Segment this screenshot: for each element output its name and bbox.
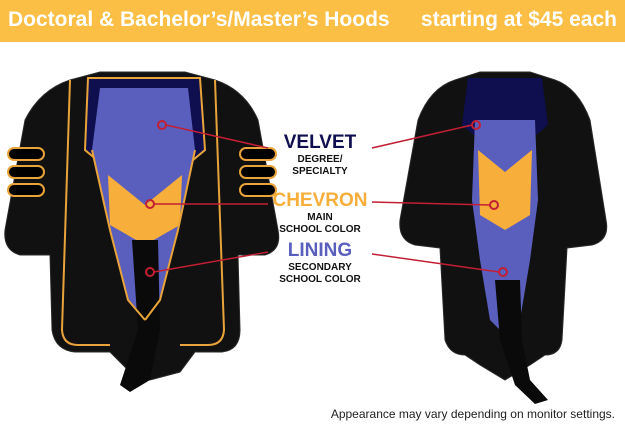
lining-label: LINING SECONDARY SCHOOL COLOR (250, 240, 390, 286)
doctoral-hood-tail (120, 240, 160, 392)
velvet-sub-line-2: SPECIALTY (292, 166, 348, 177)
chevron-label: CHEVRON MAIN SCHOOL COLOR (250, 190, 390, 236)
bachelor-hood-tail (495, 280, 548, 404)
velvet-title: VELVET (283, 132, 357, 153)
chevron-sub-line-1: MAIN (307, 212, 333, 223)
velvet-label: VELVET DEGREE/ SPECIALTY (250, 132, 390, 178)
chevron-title: CHEVRON (272, 190, 368, 211)
chevron-sub-line-2: SCHOOL COLOR (279, 224, 361, 235)
doctoral-sleeve-bars-left (7, 147, 45, 197)
banner-price: starting at $45 each (420, 8, 617, 31)
doctoral-hood-illustration (4, 71, 280, 392)
hood-illustrations (4, 71, 608, 404)
velvet-sub-line-1: DEGREE/ (297, 154, 343, 165)
footnote: Appearance may vary depending on monitor… (330, 407, 615, 421)
lining-sub-line-1: SECONDARY (288, 262, 352, 273)
bachelor-hood-chevron (478, 150, 532, 230)
header-banner: Doctoral & Bachelor’s/Master’s Hoods sta… (0, 0, 625, 42)
lining-title: LINING (287, 240, 353, 261)
doctoral-sleeve-bars-right (239, 147, 277, 197)
banner-title: Doctoral & Bachelor’s/Master’s Hoods (8, 8, 390, 31)
bachelor-master-hood-illustration (371, 71, 608, 404)
doctoral-hood-chevron (108, 175, 182, 245)
lining-sub-line-2: SCHOOL COLOR (279, 274, 361, 285)
